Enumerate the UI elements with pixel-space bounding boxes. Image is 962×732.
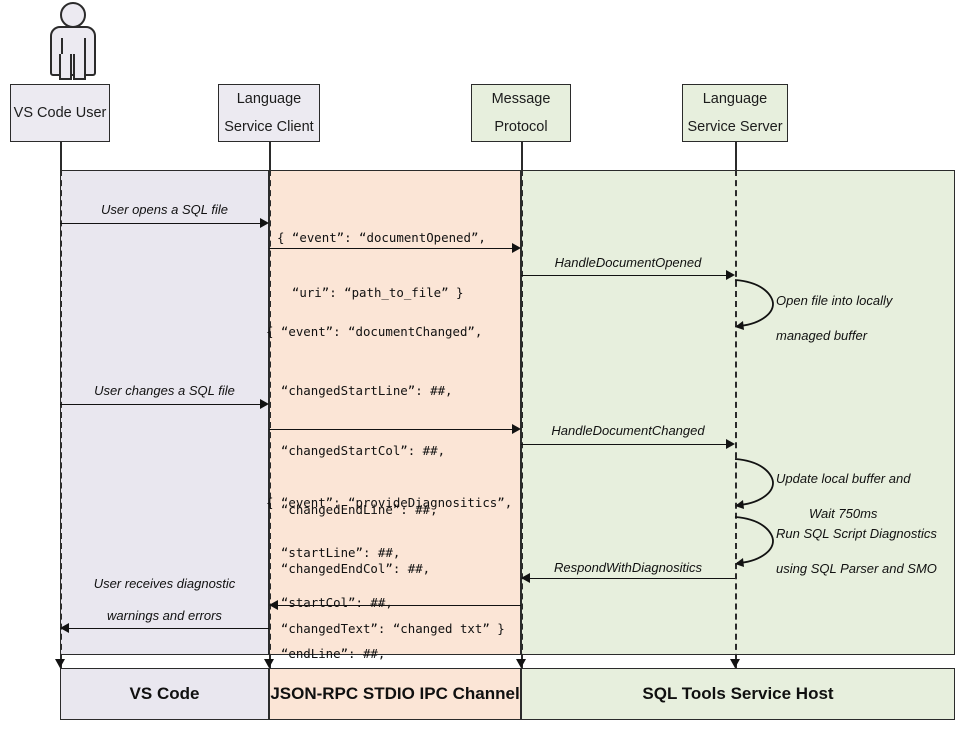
arrowhead-down-icon — [730, 659, 740, 668]
participant-language-service-client[interactable]: Language Service Client — [218, 84, 320, 142]
actor-leg-right-icon — [73, 54, 86, 80]
self-note-line2: Wait 750ms — [809, 505, 878, 521]
arrowhead-left-icon — [269, 600, 278, 610]
self-call-run-diagnostics — [734, 516, 774, 567]
arrowhead-right-icon — [512, 424, 521, 434]
footer-label: SQL Tools Service Host — [642, 684, 834, 703]
message-arrow-client-to-protocol-opened — [269, 248, 512, 249]
payload-line: { “event”: “provideDiagnositics”, — [266, 494, 513, 510]
lifeline-vs-code-user — [60, 170, 62, 670]
message-arrow-user-receives-diagnostics — [69, 628, 269, 629]
self-note-line1: Open file into locally — [776, 293, 893, 308]
participant-label-line2: Service Server — [687, 119, 783, 135]
message-arrow-handle-document-changed — [521, 444, 726, 445]
message-arrow-respond-with-diagnositics — [530, 578, 735, 579]
message-arrow-client-to-protocol-changed — [269, 429, 512, 430]
payload-line: “changedStartLine”: ##, — [266, 383, 453, 399]
lifeline-message-protocol-stub — [521, 142, 523, 171]
message-label-respond-with-diagnositics: RespondWithDiagnositics — [553, 560, 702, 575]
footer-label: JSON-RPC STDIO IPC Channel — [270, 684, 520, 703]
arrowhead-down-icon — [516, 659, 526, 668]
actor-vs-code-user — [38, 2, 108, 80]
self-note-line1: Run SQL Script Diagnostics — [776, 526, 937, 541]
actor-head-icon — [60, 2, 86, 28]
lifeline-language-service-server-stub — [735, 142, 737, 171]
lifeline-message-protocol — [521, 170, 523, 670]
actor-leg-left-icon — [59, 54, 72, 80]
self-note-update-buffer-wait: Update local buffer and Wait 750ms — [776, 468, 910, 526]
payload-line: “changedStartCol”: ##, — [266, 442, 446, 458]
participant-label-line1: Message — [491, 90, 551, 107]
arrowhead-right-icon — [512, 243, 521, 253]
band-sql-tools-service-host — [521, 170, 955, 655]
message-arrow-user-changes-sql-file — [60, 404, 260, 405]
participant-vs-code-user[interactable]: VS Code User — [10, 84, 110, 142]
message-label-handle-document-changed: HandleDocumentChanged — [551, 423, 705, 438]
arrowhead-down-icon — [55, 659, 65, 668]
payload-line: { “event”: “documentOpened”, — [277, 229, 486, 245]
participant-label-line2: Protocol — [494, 119, 548, 135]
arrowhead-right-icon — [260, 218, 269, 228]
footer-vs-code[interactable]: VS Code — [60, 668, 269, 720]
payload-line: { “event”: “documentChanged”, — [266, 323, 483, 339]
self-note-line1: Update local buffer and — [776, 471, 911, 486]
message-label-line1: User receives diagnostic — [93, 576, 236, 591]
payload-line: “startCol”: ##, — [266, 595, 393, 611]
footer-label: VS Code — [129, 684, 200, 703]
self-note-open-file-buffer: Open file into locally managed buffer — [776, 290, 892, 348]
participant-label-line1: VS Code User — [13, 104, 107, 121]
payload-document-opened: { “event”: “documentOpened”, “uri”: “pat… — [277, 198, 486, 332]
payload-line: “uri”: “path_to_file” } — [277, 284, 464, 300]
self-call-update-buffer-wait — [734, 458, 774, 509]
message-label-user-changes-sql-file: User changes a SQL file — [94, 383, 235, 398]
footer-jsonrpc-stdio-ipc-channel[interactable]: JSON-RPC STDIO IPC Channel — [269, 668, 521, 720]
message-arrow-handle-document-opened — [521, 275, 726, 276]
footer-sql-tools-service-host[interactable]: SQL Tools Service Host — [521, 668, 955, 720]
lifeline-language-service-client-stub — [269, 142, 271, 171]
payload-line: “changedEndCol”: ##, — [266, 561, 431, 577]
message-label-user-opens-sql-file: User opens a SQL file — [101, 202, 228, 217]
actor-arm-right-icon — [84, 38, 86, 66]
participant-label-line1: Language — [236, 90, 302, 107]
arrowhead-left-icon — [60, 623, 69, 633]
message-arrow-user-opens-sql-file — [60, 223, 260, 224]
band-vs-code — [60, 170, 269, 655]
message-label-handle-document-opened: HandleDocumentOpened — [554, 255, 702, 270]
participant-label-line2: Service Client — [224, 119, 314, 135]
actor-arm-left-icon — [61, 38, 63, 66]
message-label-line2: warnings and errors — [107, 607, 222, 623]
lifeline-language-service-client — [269, 170, 271, 670]
self-note-run-diagnostics: Run SQL Script Diagnostics using SQL Par… — [776, 523, 937, 581]
self-call-open-file-buffer — [734, 279, 774, 330]
arrowhead-down-icon — [264, 659, 274, 668]
arrowhead-left-icon — [521, 573, 530, 583]
payload-line: “endLine”: ##, — [266, 645, 386, 661]
participant-message-protocol[interactable]: Message Protocol — [471, 84, 571, 142]
message-label-user-receives-diagnostics: User receives diagnostic warnings and er… — [60, 574, 269, 627]
payload-line: “changedText”: “changed txt” } — [266, 620, 505, 636]
message-arrow-protocol-to-client — [278, 605, 521, 606]
self-note-line2: using SQL Parser and SMO — [776, 560, 937, 576]
self-note-line2: managed buffer — [776, 327, 868, 343]
lifeline-language-service-server — [735, 170, 737, 670]
arrowhead-right-icon — [726, 439, 735, 449]
payload-line: “startLine”: ##, — [266, 545, 401, 561]
arrowhead-right-icon — [726, 270, 735, 280]
arrowhead-right-icon — [260, 399, 269, 409]
payload-document-changed: { “event”: “documentChanged”, “changedSt… — [266, 290, 505, 671]
participant-label-line1: Language — [702, 90, 768, 107]
participant-language-service-server[interactable]: Language Service Server — [682, 84, 788, 142]
lifeline-vs-code-user-stub — [60, 142, 62, 171]
payload-line: “changedEndLine”: ##, — [266, 502, 438, 518]
